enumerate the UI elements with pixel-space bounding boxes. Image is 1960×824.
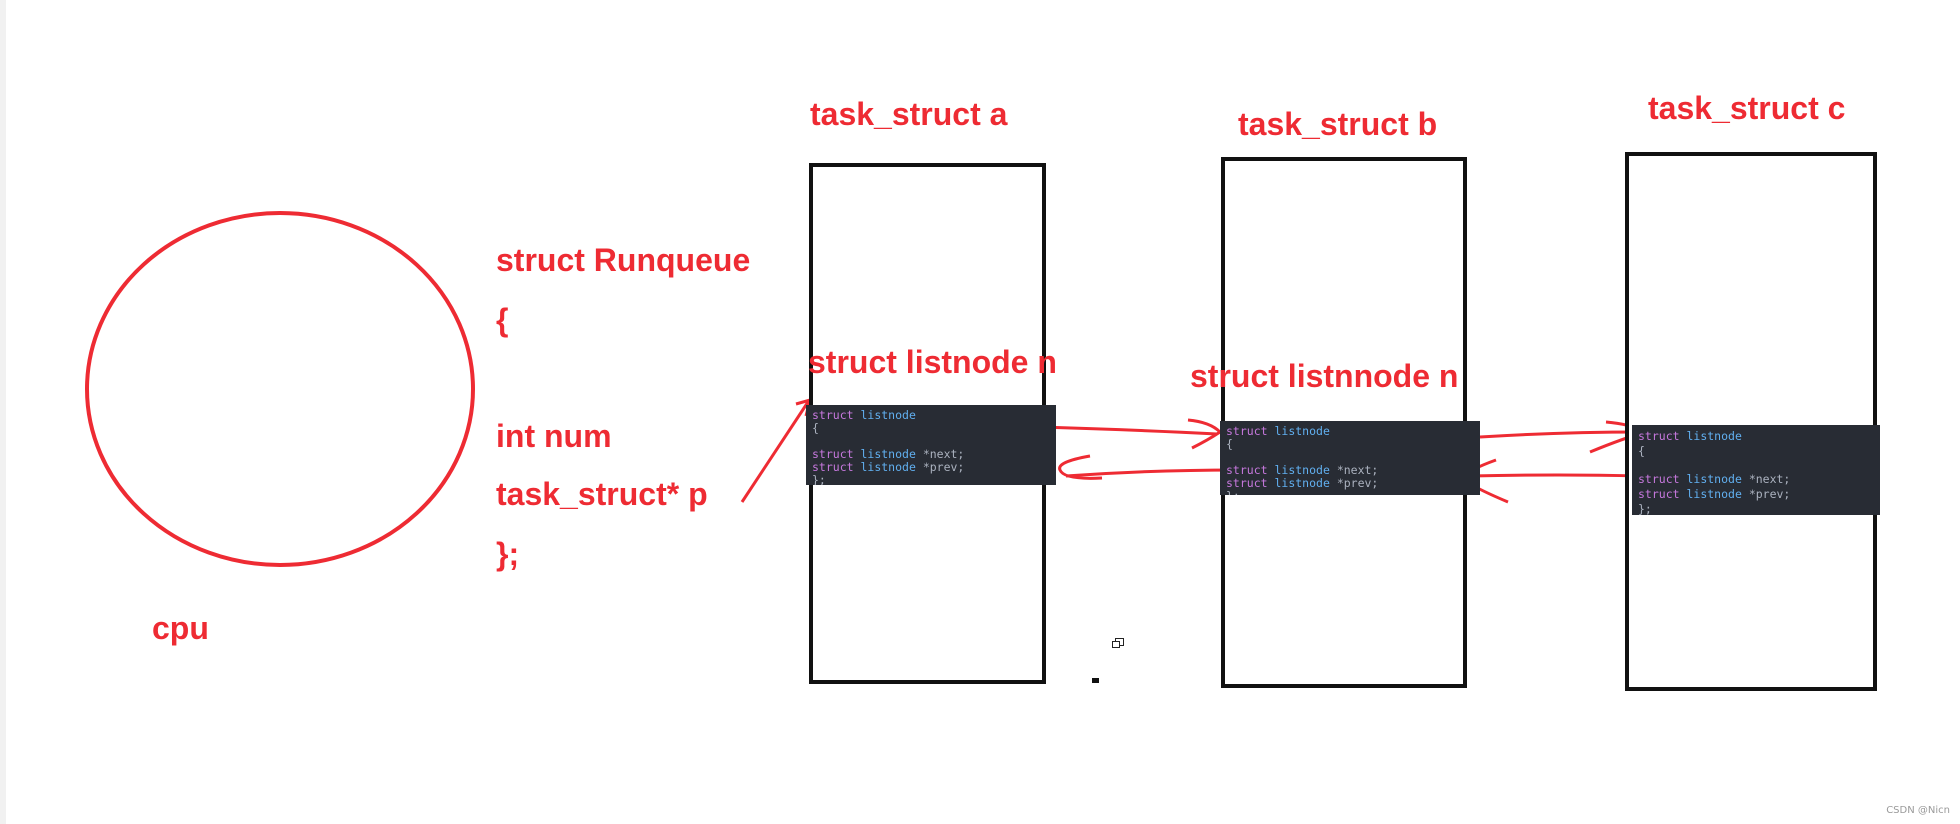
task-c-listnode-code: struct listnode { struct listnode *next;… — [1632, 425, 1880, 515]
pointer-arrow-p-to-a — [740, 401, 810, 503]
runqueue-line-3: int num — [496, 418, 612, 454]
next-arrow-a-to-b — [1039, 425, 1218, 436]
task-c-box — [1625, 152, 1877, 691]
cpu-circle — [85, 211, 475, 567]
runqueue-line-1: struct Runqueue — [496, 242, 751, 278]
resize-handle-icon[interactable] — [1112, 638, 1124, 648]
task-c-title: task_struct c — [1648, 90, 1846, 126]
left-edge-bar — [0, 0, 6, 824]
task-b-listnode-code: struct listnode { struct listnode *next;… — [1220, 421, 1480, 495]
runqueue-line-2: { — [496, 302, 509, 338]
task-b-title: task_struct b — [1238, 106, 1438, 142]
runqueue-line-4: task_struct* p — [496, 476, 708, 512]
watermark: CSDN @Nicn — [1886, 805, 1950, 816]
cursor-dot — [1092, 678, 1099, 683]
prev-arrow-b-to-a — [1065, 468, 1239, 478]
task-b-node-label: struct listnnode n — [1190, 358, 1459, 394]
next-arrow-b-to-c — [1479, 430, 1643, 439]
task-a-title: task_struct a — [810, 96, 1008, 132]
prev-arrowhead-b-to-a — [1058, 454, 1103, 480]
task-a-node-label: struct listnode n — [808, 344, 1057, 380]
prev-arrow-c-to-b — [1469, 473, 1641, 478]
task-a-listnode-code: struct listnode { struct listnode *next;… — [806, 405, 1056, 485]
cpu-label: cpu — [152, 610, 209, 646]
runqueue-line-5: }; — [496, 536, 520, 572]
